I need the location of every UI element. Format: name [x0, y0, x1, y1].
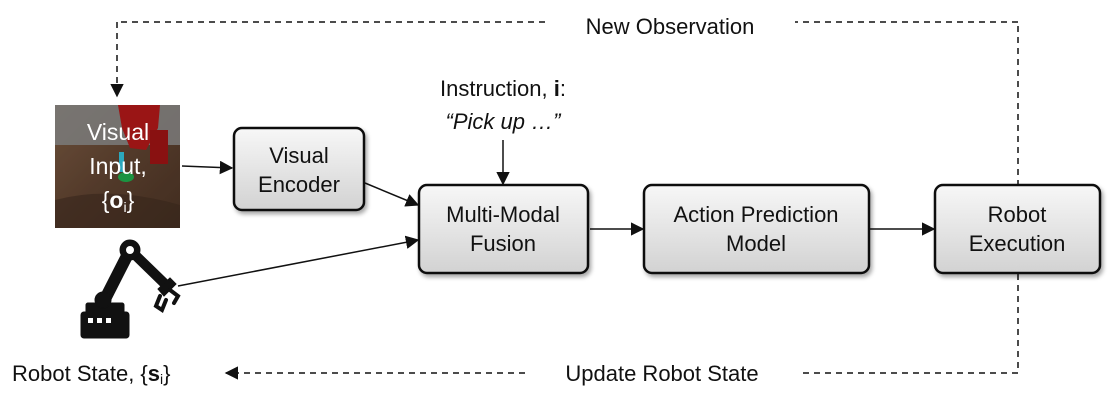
visual-encoder-box: Visual Encoder — [232, 126, 366, 212]
flow-arrows — [177, 140, 936, 287]
fusion-line2: Fusion — [470, 231, 536, 256]
robot-state-label: Robot State, {si} — [12, 361, 171, 387]
update-robot-state-label: Update Robot State — [565, 361, 758, 386]
fusion-line1: Multi-Modal — [446, 202, 560, 227]
robot-arm-icon — [80, 239, 181, 339]
new-observation-loop — [110, 21, 1019, 186]
robot-execution-line1: Robot — [988, 202, 1047, 227]
visual-encoder-line2: Encoder — [258, 172, 340, 197]
visual-input-line1: Visual — [87, 119, 149, 145]
action-model-line1: Action Prediction — [673, 202, 838, 227]
instruction-label: Instruction, i: — [440, 76, 566, 101]
visual-encoder-line1: Visual — [269, 143, 329, 168]
new-observation-label: New Observation — [586, 14, 755, 39]
robot-execution-box: Robot Execution — [933, 183, 1102, 275]
instruction-quote: “Pick up …” — [446, 109, 563, 134]
visual-input-line3: {oi} — [102, 187, 135, 215]
update-state-loop — [224, 274, 1019, 380]
fusion-box: Multi-Modal Fusion — [417, 183, 590, 275]
visual-input-line2: Input, — [89, 153, 147, 179]
visual-input-image — [55, 105, 180, 228]
action-model-line2: Model — [726, 231, 786, 256]
action-model-box: Action Prediction Model — [642, 183, 871, 275]
robot-execution-line2: Execution — [969, 231, 1066, 256]
